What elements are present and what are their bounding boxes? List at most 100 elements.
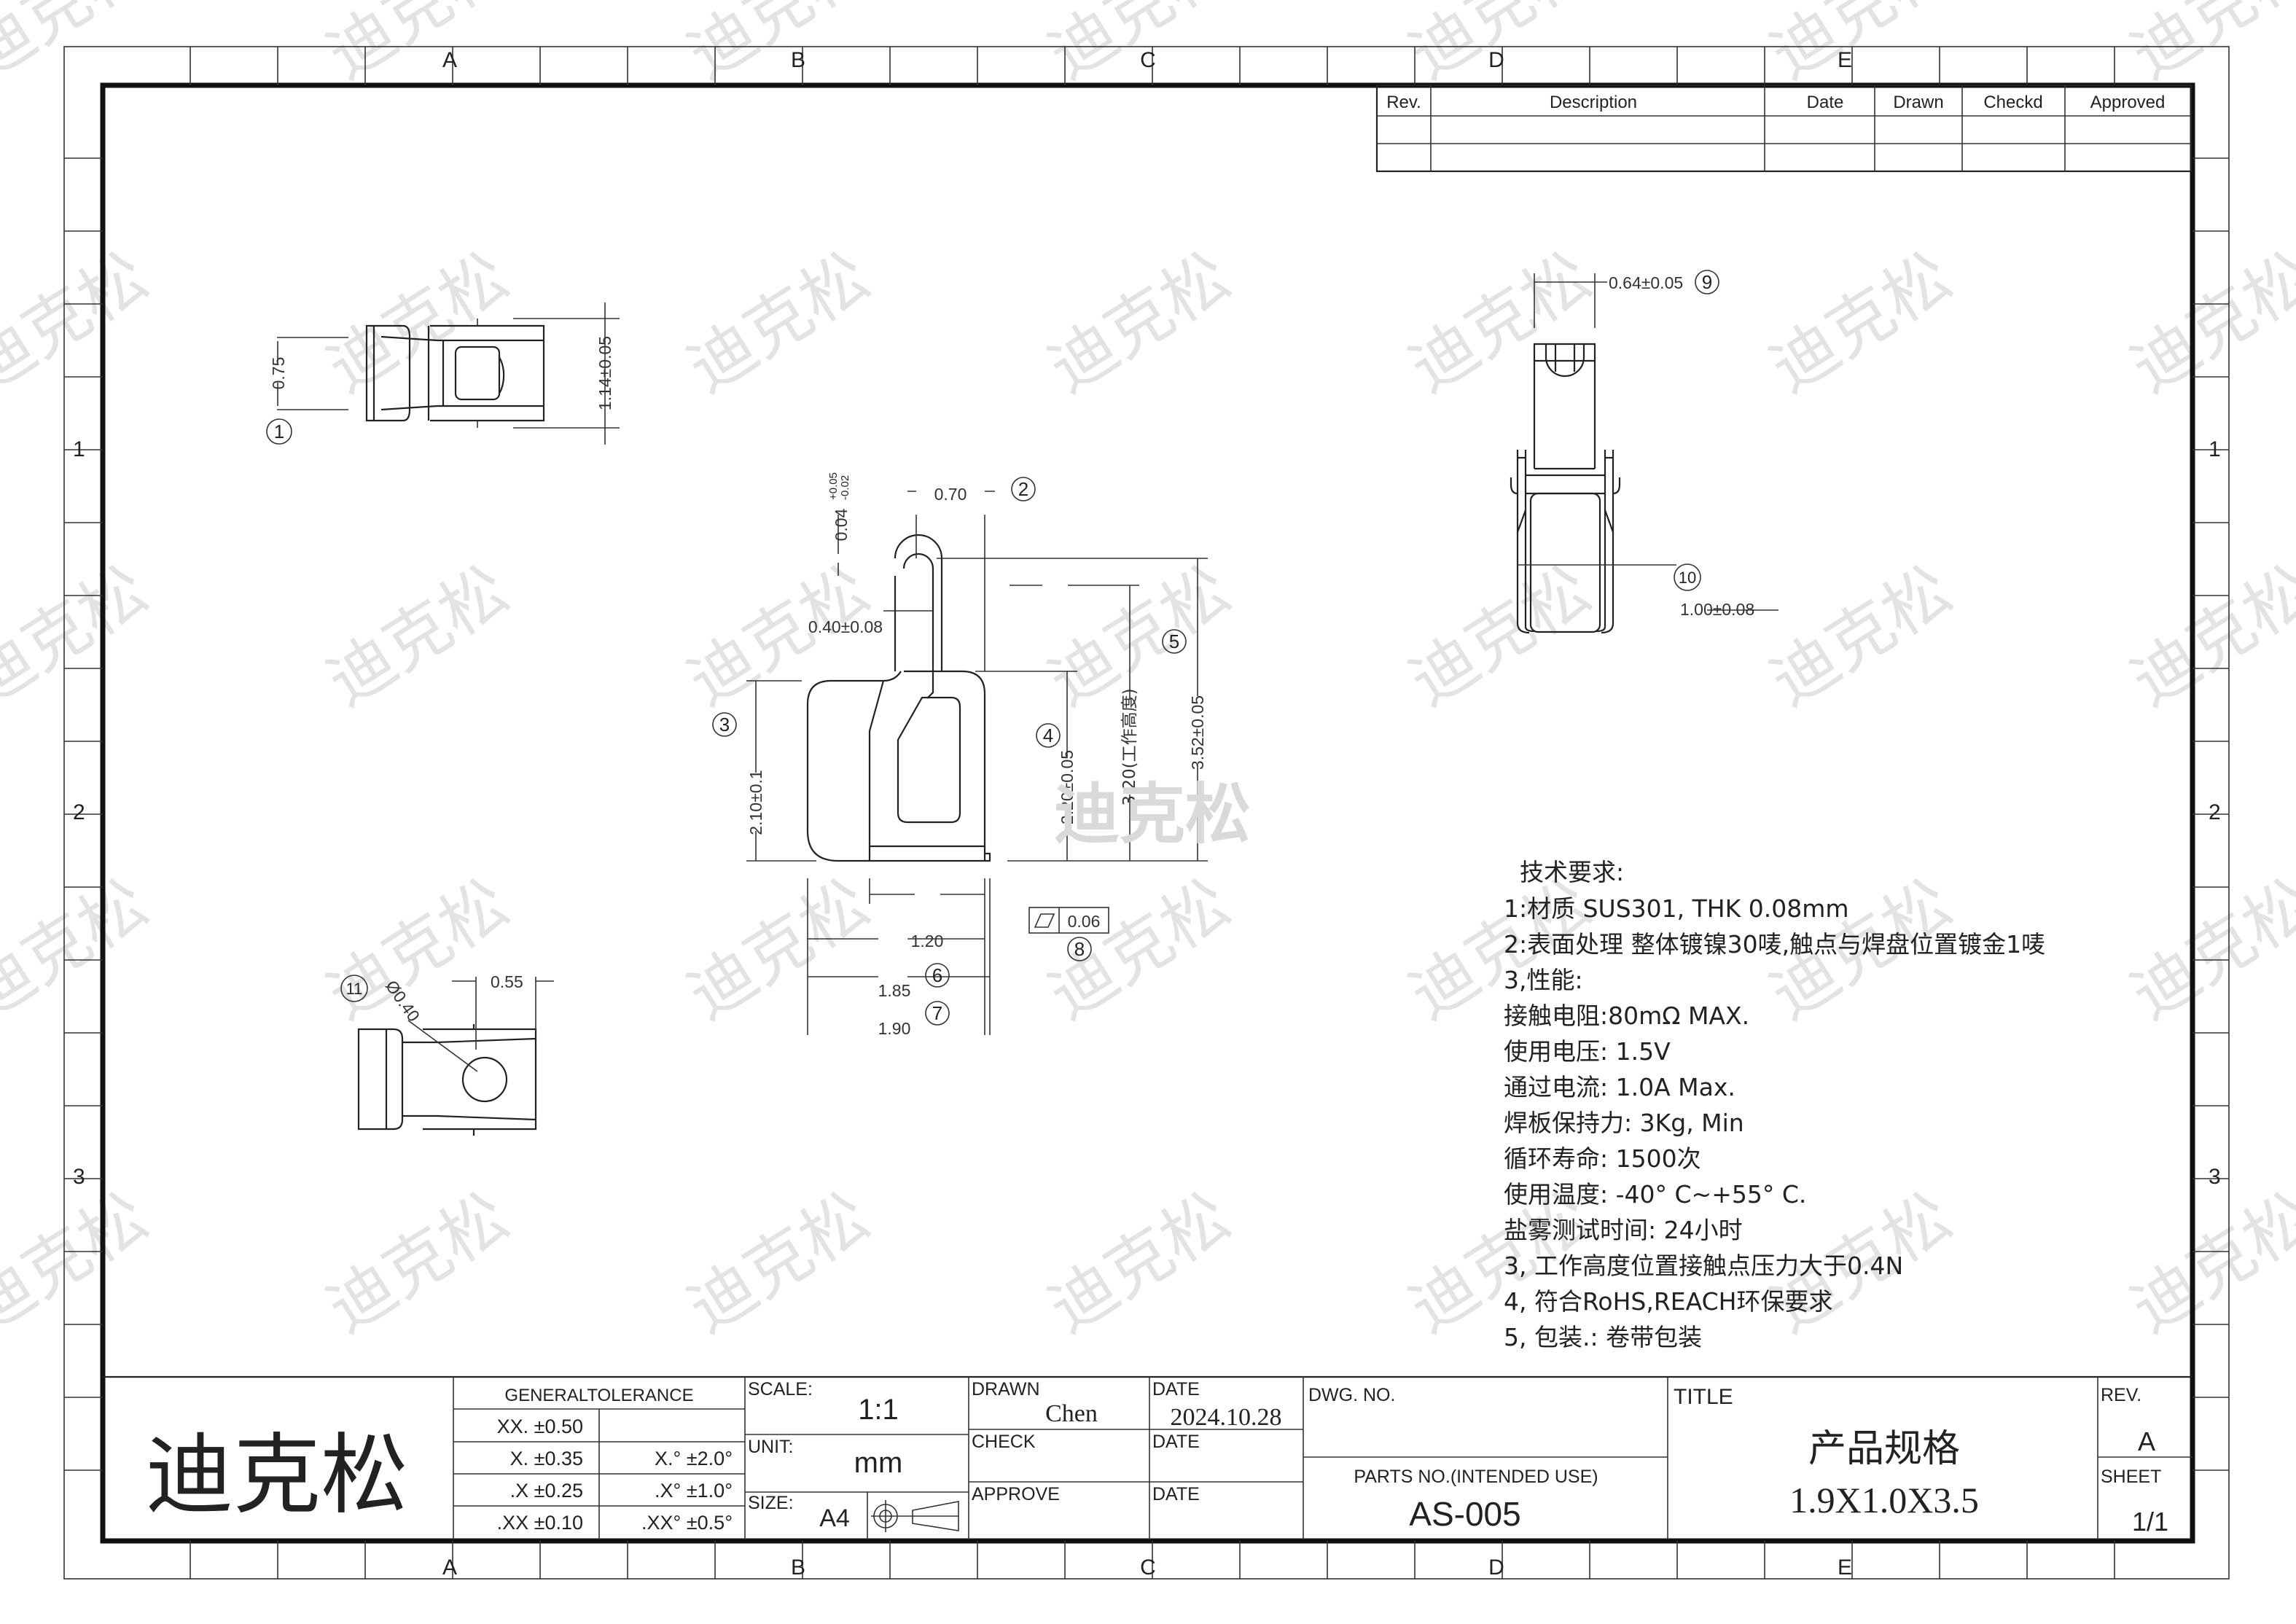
zone-1-right: 1: [2209, 437, 2221, 461]
balloon-3: 3: [719, 714, 730, 735]
zone-b-top: B: [791, 48, 805, 72]
balloon-7: 7: [932, 1002, 942, 1024]
watermark-layer: 迪克松迪克松迪克松迪克松迪克松迪克松迪克松迪克松迪克松迪克松迪克松迪克松迪克松迪…: [0, 0, 2296, 1348]
watermark-tile: 迪克松: [2118, 238, 2296, 407]
drawn-date: 2024.10.28: [1171, 1404, 1282, 1431]
tolerance-linear-4: .XX ±0.10: [497, 1512, 583, 1534]
dim-0-04-tol-minus: -0.02: [839, 475, 851, 500]
rev-value: A: [2138, 1426, 2155, 1456]
zone-b-bottom: B: [791, 1555, 805, 1580]
outer-border: [63, 46, 2230, 1580]
watermark-tile: 迪克松: [0, 238, 161, 407]
title-size: 1.9X1.0X3.5: [1789, 1480, 1979, 1520]
tech-requirement-line: 使用温度: -40° C~+55° C.: [1504, 1180, 1806, 1209]
tech-requirement-line: 4, 符合RoHS,REACH环保要求: [1504, 1287, 1833, 1316]
zone-2-right: 2: [2209, 800, 2221, 824]
zone-ticks: [64, 47, 2229, 1579]
watermark-tile: 迪克松: [314, 238, 522, 407]
tolerance-angular-3: .X° ±1.0°: [655, 1480, 733, 1502]
watermark-tile: 迪克松: [314, 552, 522, 721]
watermark-tile: 迪克松: [0, 552, 161, 721]
tech-requirement-line: 接触电阻:80mΩ MAX.: [1504, 1002, 1749, 1030]
dim-1-85: 1.85: [878, 981, 911, 1000]
tech-requirement-line: 循环寿命: 1500次: [1504, 1144, 1701, 1173]
parts-no-label: PARTS NO.(INTENDED USE): [1354, 1467, 1598, 1487]
sheet-label: SHEET: [2101, 1467, 2161, 1487]
drawn-by: Chen: [1045, 1400, 1098, 1427]
approved-header: Approved: [2090, 93, 2166, 112]
logo: 迪克松: [146, 1425, 408, 1526]
date-header: Date: [1807, 93, 1844, 112]
side-view: 0.64±0.05 1.00±0.08 9 10: [1510, 270, 1778, 634]
approve-date-label: DATE: [1152, 1484, 1200, 1504]
balloon-8: 8: [1074, 938, 1085, 960]
tech-requirement-line: 使用电压: 1.5V: [1504, 1037, 1671, 1066]
front-view: 0.70 0.04 +0.05 -0.02 0.40±0.08 2.10±0.1…: [712, 472, 1208, 1038]
balloon-1: 1: [274, 421, 284, 442]
tech-heading: 技术要求:: [1520, 858, 1624, 886]
balloon-10: 10: [1679, 569, 1696, 587]
size-label: SIZE:: [748, 1493, 794, 1513]
description-header: Description: [1550, 93, 1637, 112]
parts-no: AS-005: [1409, 1495, 1520, 1533]
top-view: 0.75 1.14±0.05 1: [266, 302, 620, 445]
balloon-11: 11: [346, 980, 363, 998]
scale-label: SCALE:: [748, 1379, 813, 1399]
tech-requirement-line: 1:材质 SUS301, THK 0.08mm: [1504, 894, 1849, 923]
watermark-tile: 迪克松: [2118, 865, 2296, 1034]
dim-0-04-tol-plus: +0.05: [827, 472, 840, 500]
watermark-tile: 迪克松: [0, 1179, 161, 1348]
watermark-tile: 迪克松: [2118, 1179, 2296, 1348]
dim-1-90: 1.90: [878, 1019, 911, 1038]
zone-labels: A B C D E A B C D E 1 2 3 1 2 3: [73, 48, 2221, 1580]
zone-e-top: E: [1838, 48, 1852, 72]
scale-value: 1:1: [858, 1394, 899, 1426]
dim-3-52: 3.52±0.05: [1188, 695, 1207, 770]
dim-2-20: 2.20±0.05: [1058, 750, 1077, 824]
unit-value: mm: [854, 1447, 903, 1479]
watermark-tile: 迪克松: [1757, 238, 1965, 407]
center-watermark: 迪克松: [1054, 776, 1251, 853]
watermark-tile: 迪克松: [1397, 238, 1604, 407]
zone-c-top: C: [1140, 48, 1156, 72]
sheet-value: 1/1: [2132, 1507, 2168, 1537]
dim-0-04: 0.04: [832, 508, 851, 541]
title-label: TITLE: [1674, 1385, 1733, 1409]
balloon-2: 2: [1018, 478, 1028, 500]
watermark-tile: 迪克松: [675, 238, 883, 407]
watermark-tile: 迪克松: [1397, 552, 1604, 721]
zone-3-right: 3: [2209, 1165, 2221, 1189]
dim-1-00: 1.00±0.08: [1680, 600, 1754, 619]
dim-3-20-working-height: 3.20(工作高度): [1120, 688, 1139, 805]
flatness-tolerance: 0.06: [1068, 912, 1101, 931]
inner-border: [100, 82, 2195, 1544]
zone-d-bottom: D: [1488, 1555, 1504, 1580]
checkd-header: Checkd: [1983, 93, 2042, 112]
technical-requirements: 技术要求: 1:材质 SUS301, THK 0.08mm 2:表面处理 整体镀镍…: [1504, 858, 2045, 1351]
zone-d-top: D: [1488, 48, 1504, 72]
tech-requirement-line: 3, 工作高度位置接触点压力大于0.4N: [1504, 1252, 1903, 1280]
rev-header: Rev.: [1386, 93, 1421, 112]
tech-requirement-line: 通过电流: 1.0A Max.: [1504, 1073, 1735, 1101]
balloon-9: 9: [1702, 271, 1712, 293]
zone-3-left: 3: [73, 1165, 85, 1189]
dim-0-40: 0.40±0.08: [808, 617, 883, 636]
watermark-tile: 迪克松: [1036, 1179, 1243, 1348]
tech-requirement-line: 2:表面处理 整体镀镍30唛,触点与焊盘位置镀金1唛: [1504, 930, 2045, 959]
tolerance-angular-4: .XX° ±0.5°: [641, 1512, 733, 1534]
tolerance-linear-1: XX. ±0.50: [497, 1416, 583, 1437]
tolerance-linear-3: .X ±0.25: [510, 1480, 583, 1502]
revision-table: Rev. Description Date Drawn Checkd Appro…: [1375, 84, 2192, 173]
drawn-label: DRAWN: [972, 1379, 1040, 1399]
tech-requirement-line: 盐雾测试时间: 24小时: [1504, 1216, 1743, 1244]
tech-requirement-line: 3,性能:: [1504, 966, 1583, 994]
watermark-tile: 迪克松: [1036, 238, 1243, 407]
balloon-5: 5: [1169, 631, 1179, 652]
approve-label: APPROVE: [972, 1484, 1060, 1504]
tech-requirement-line: 5, 包装.: 卷带包装: [1504, 1323, 1702, 1351]
unit-label: UNIT:: [748, 1437, 794, 1457]
general-tolerance-label: GENERALTOLERANCE: [504, 1386, 693, 1405]
dim-1-14: 1.14±0.05: [596, 336, 614, 410]
zone-a-bottom: A: [442, 1555, 457, 1580]
